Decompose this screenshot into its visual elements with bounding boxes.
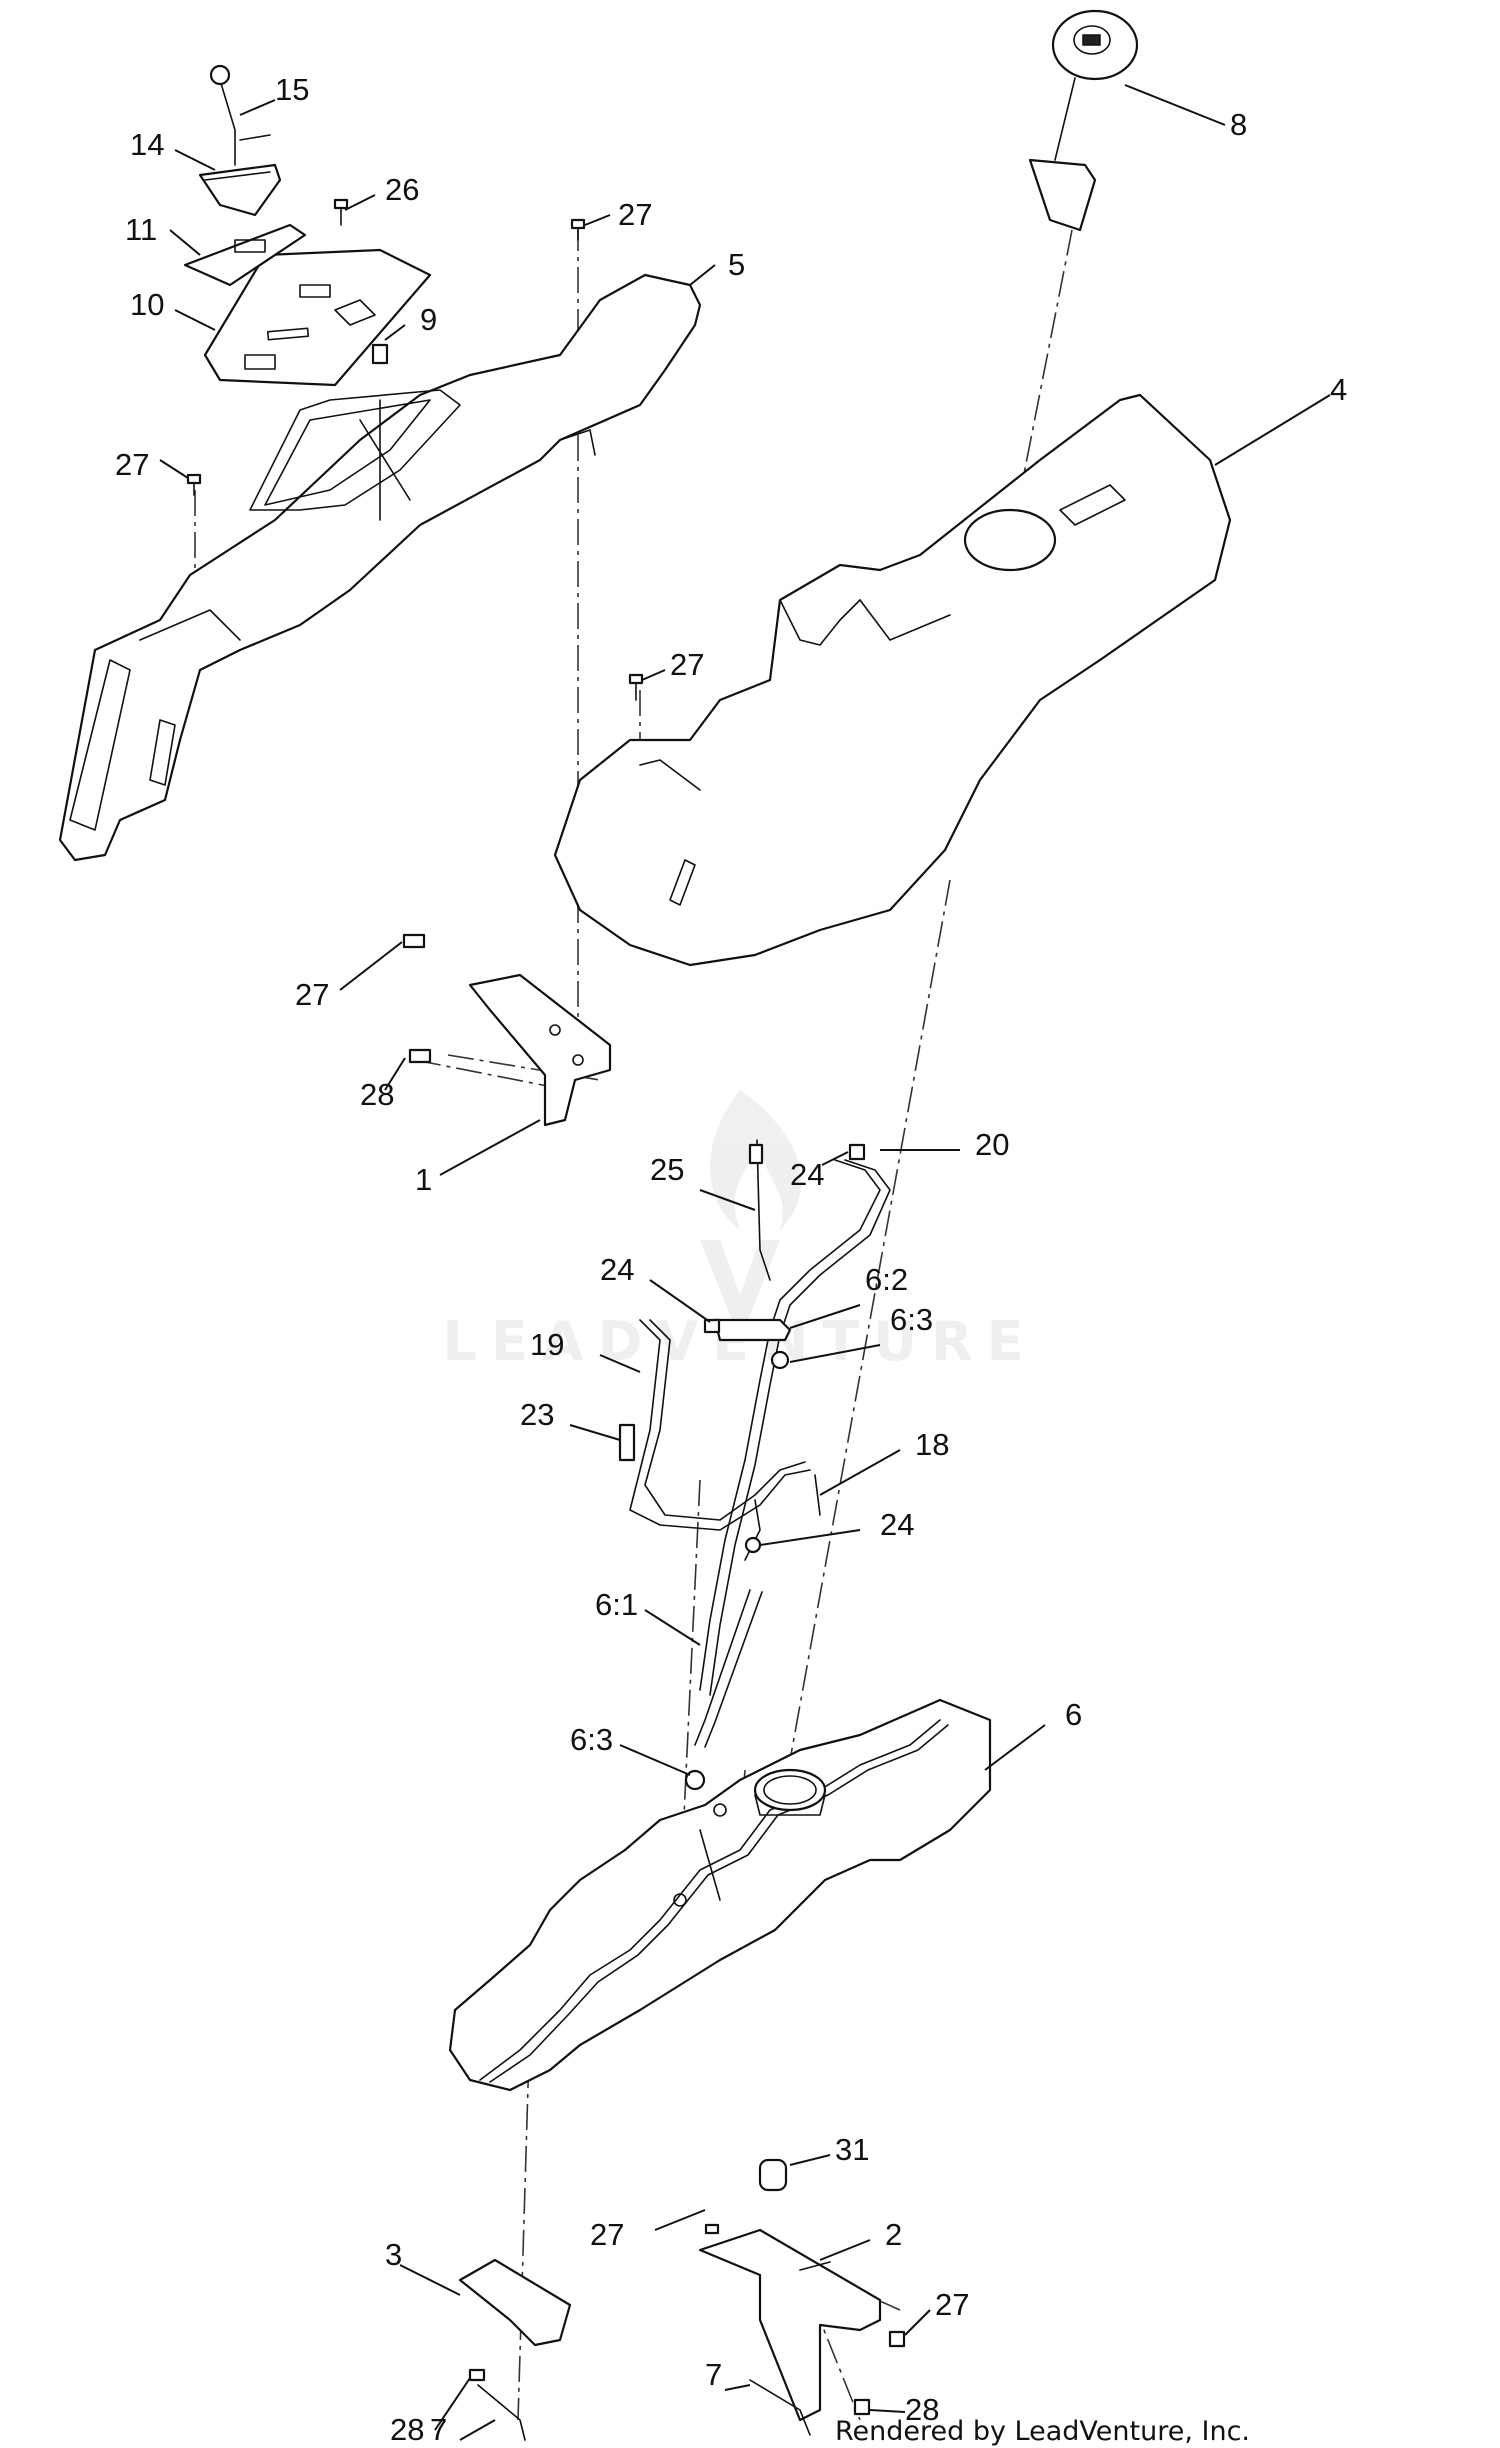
callout-31: 31 bbox=[835, 2132, 869, 2167]
part-5-left-console bbox=[58, 273, 702, 862]
callout-27-lower: 27 bbox=[590, 2217, 624, 2252]
part-27-screw-left bbox=[186, 473, 202, 496]
callout-6: 6 bbox=[1065, 1697, 1082, 1732]
callout-5: 5 bbox=[728, 247, 745, 282]
callout-26: 26 bbox=[385, 172, 419, 207]
callout-8: 8 bbox=[1230, 107, 1247, 142]
callout-10: 10 bbox=[130, 287, 164, 322]
callout-2: 2 bbox=[885, 2217, 902, 2252]
callout-27-left: 27 bbox=[115, 447, 149, 482]
callout-19: 19 bbox=[530, 1327, 564, 1362]
part-6-fuel-tank bbox=[448, 1698, 992, 2092]
callout-27-right: 27 bbox=[935, 2287, 969, 2322]
fuel-lines bbox=[618, 1139, 891, 1791]
callout-23: 23 bbox=[520, 1397, 554, 1432]
callout-9: 9 bbox=[420, 302, 437, 337]
callout-18: 18 bbox=[915, 1427, 949, 1462]
part-1-bracket bbox=[402, 933, 612, 1127]
leader-lines bbox=[159, 84, 1331, 2441]
part-26-screw bbox=[333, 198, 349, 226]
callout-11: 11 bbox=[125, 212, 157, 247]
callout-7-left: 7 bbox=[430, 2412, 447, 2447]
callout-6-2: 6:2 bbox=[865, 1262, 908, 1297]
callout-27-mid: 27 bbox=[670, 647, 704, 682]
part-27-screw-top bbox=[570, 218, 586, 241]
part-2-bracket bbox=[698, 2158, 906, 2422]
part-8-fuel-cap bbox=[1028, 9, 1139, 232]
callout-7-right: 7 bbox=[705, 2357, 722, 2392]
callout-14: 14 bbox=[130, 127, 164, 162]
rendered-by-credit: Rendered by LeadVenture, Inc. bbox=[835, 2416, 1250, 2447]
callout-24-mid: 24 bbox=[600, 1252, 634, 1287]
part-15-lever bbox=[209, 64, 271, 166]
part-4-right-console bbox=[553, 393, 1232, 967]
callout-6-1: 6:1 bbox=[595, 1587, 638, 1622]
callout-6-3-low: 6:3 bbox=[570, 1722, 613, 1757]
callout-28-left: 28 bbox=[390, 2412, 424, 2447]
part-9-clip bbox=[371, 343, 389, 365]
part-7-rod-right bbox=[749, 2379, 811, 2436]
callout-labels: 15 14 26 11 27 5 10 9 8 4 27 27 27 28 1 … bbox=[115, 72, 1347, 2447]
callout-28-bracket: 28 bbox=[360, 1077, 394, 1112]
callout-24-low: 24 bbox=[880, 1507, 914, 1542]
part-14-housing bbox=[198, 163, 282, 217]
callout-6-3-top: 6:3 bbox=[890, 1302, 933, 1337]
callout-25: 25 bbox=[650, 1152, 684, 1187]
callout-27-bracket: 27 bbox=[295, 977, 329, 1012]
callout-20: 20 bbox=[975, 1127, 1009, 1162]
callout-3: 3 bbox=[385, 2237, 402, 2272]
part-3-bracket bbox=[458, 2258, 572, 2382]
callout-1: 1 bbox=[415, 1162, 432, 1197]
callout-4: 4 bbox=[1330, 372, 1347, 407]
callout-15: 15 bbox=[275, 72, 309, 107]
callout-28-right: 28 bbox=[905, 2392, 939, 2427]
part-7-rod-left bbox=[477, 2384, 526, 2441]
callout-24-top: 24 bbox=[790, 1157, 824, 1192]
part-11-plate bbox=[183, 223, 307, 287]
callout-27-top: 27 bbox=[618, 197, 652, 232]
